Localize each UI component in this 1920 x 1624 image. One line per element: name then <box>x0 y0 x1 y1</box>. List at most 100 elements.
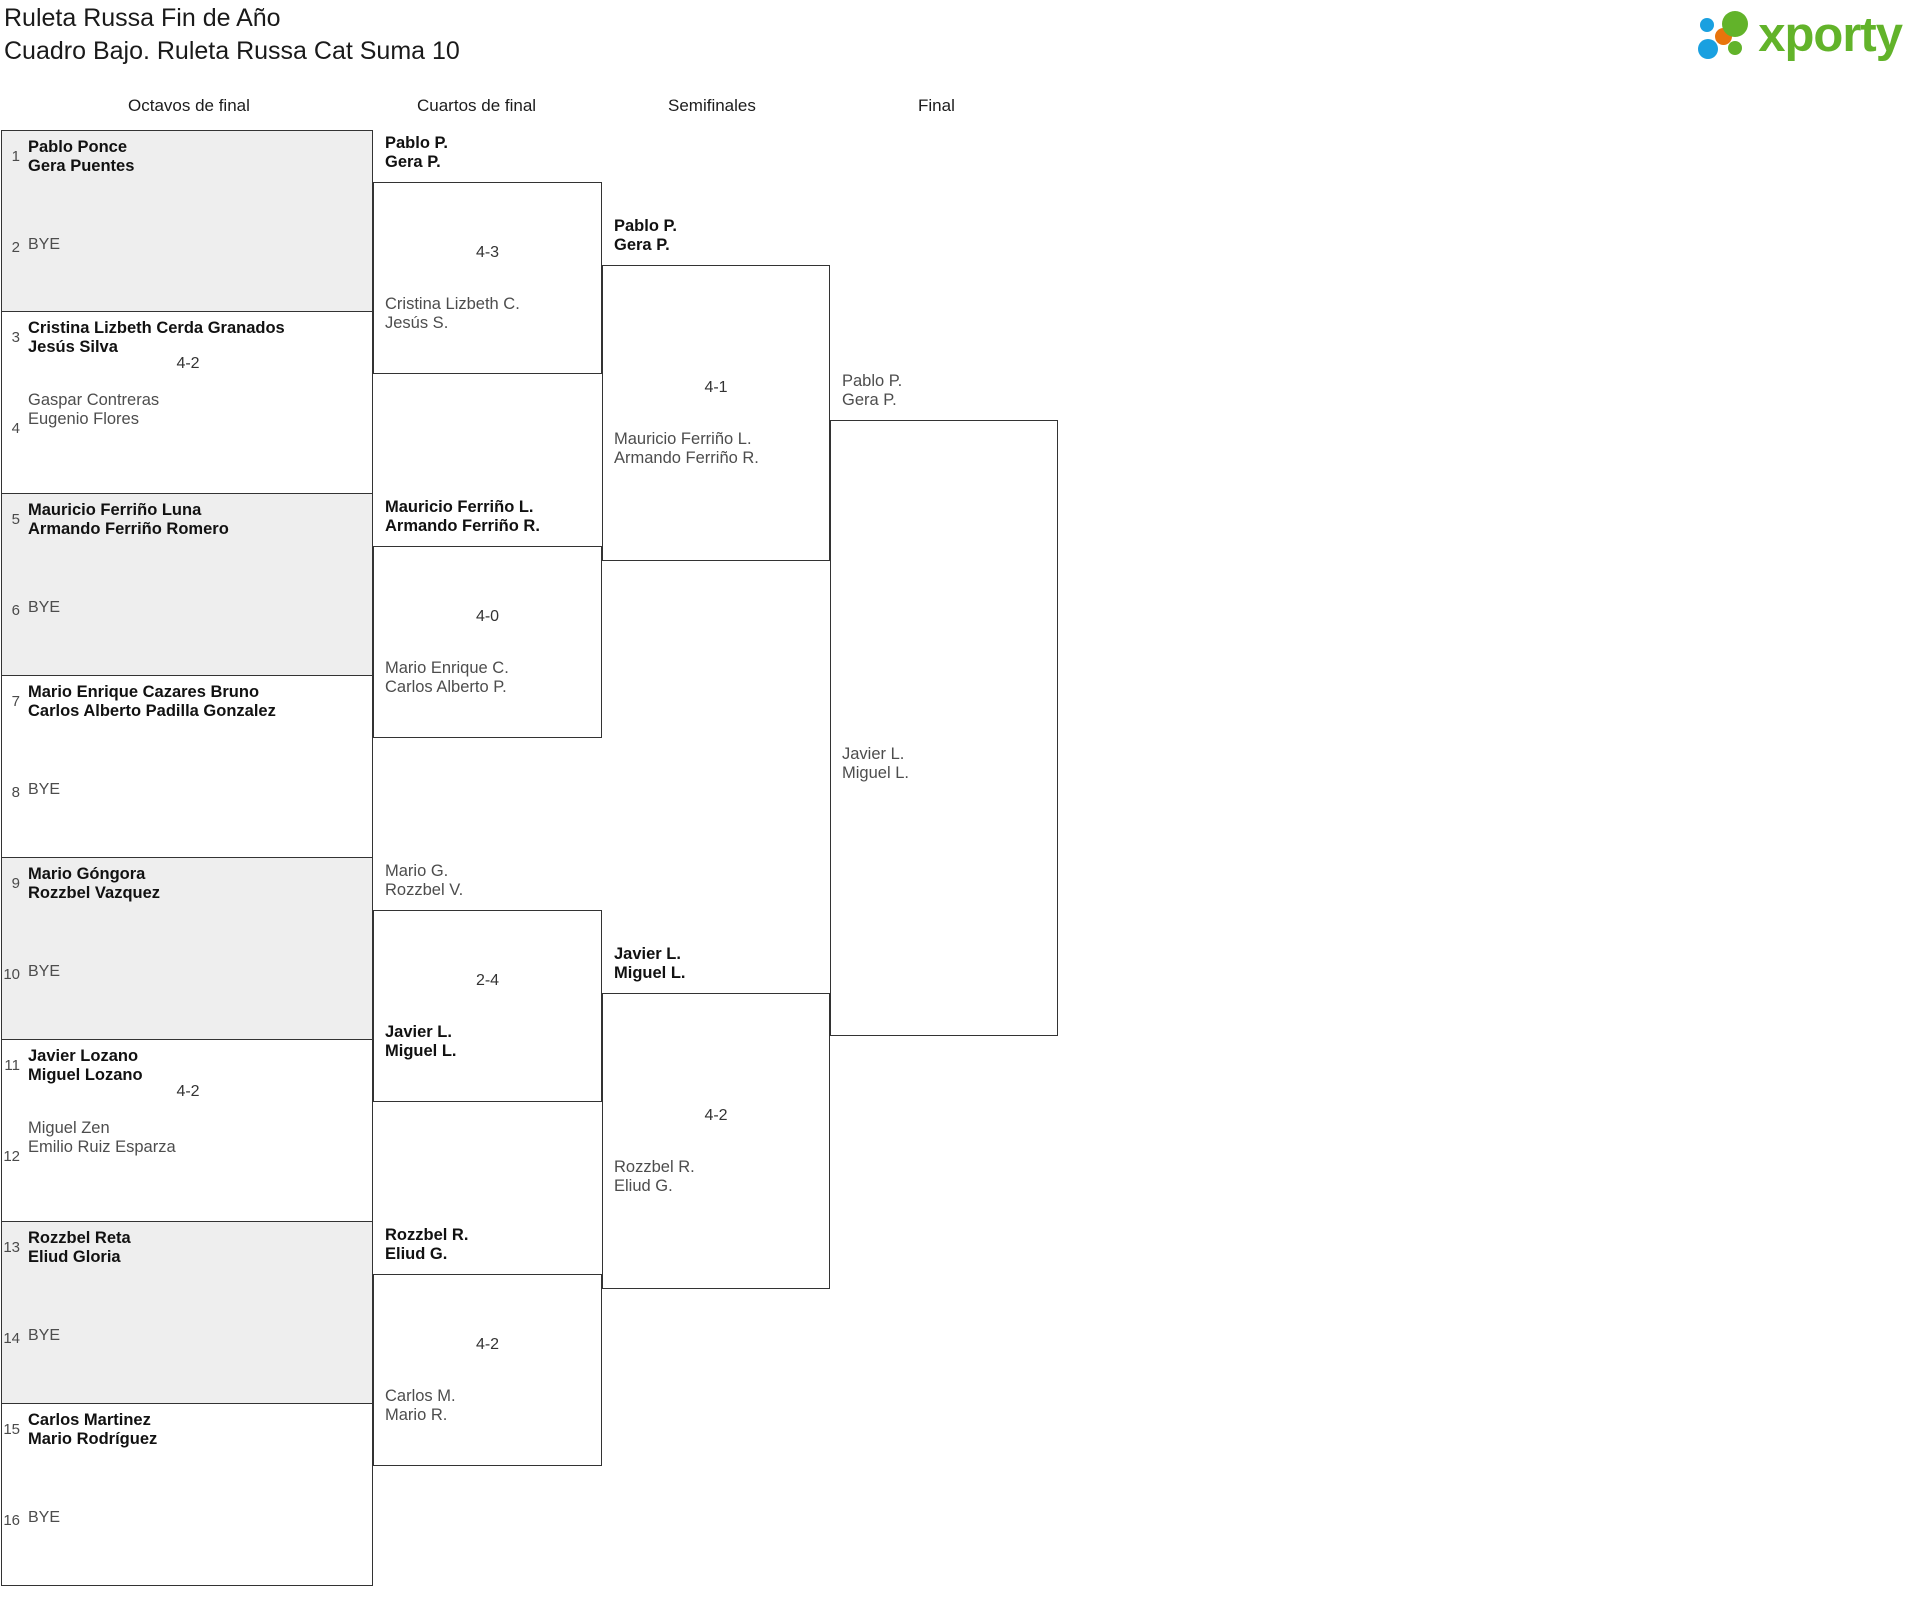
entrant-names: Mauricio Ferriño L.Armando Ferriño R. <box>385 498 540 536</box>
seed-number: 1 <box>11 148 20 165</box>
entrant-line-1: Javier L. <box>614 945 681 963</box>
bye-label: BYE <box>28 236 61 253</box>
entrant-line-1: Gaspar Contreras <box>28 391 160 409</box>
entrant-line-2: Miguel L. <box>614 964 686 982</box>
seed-number: 7 <box>11 693 20 710</box>
xporty-logo[interactable]: xporty <box>1698 6 1903 64</box>
entrant-names: Javier L.Miguel L. <box>385 1023 457 1061</box>
bye-label: BYE <box>28 1327 61 1344</box>
seed-number: 10 <box>3 966 20 983</box>
entrant-line-1: Mario Enrique Cazares Bruno <box>28 683 260 701</box>
entrant-line-2: Jesús S. <box>385 314 449 332</box>
entrant-line-1: Mauricio Ferriño Luna <box>28 501 202 519</box>
round3-match[interactable] <box>602 993 830 1289</box>
entrant-line-1: Mario Góngora <box>28 865 146 883</box>
entrant-line-2: Carlos Alberto Padilla Gonzalez <box>28 702 276 720</box>
seed-number: 3 <box>11 329 20 346</box>
seed-number: 4 <box>11 420 20 437</box>
match-score: 4-0 <box>475 608 500 625</box>
entrant-line-2: Mario R. <box>385 1406 448 1424</box>
seed-number: 8 <box>11 784 20 801</box>
round2-match[interactable] <box>373 182 602 374</box>
round2-match[interactable] <box>373 1274 602 1466</box>
seed-number: 6 <box>11 602 20 619</box>
entrant-line-2: Eliud Gloria <box>28 1248 121 1266</box>
match-score: 4-2 <box>704 1107 728 1124</box>
seed-number: 15 <box>3 1421 20 1438</box>
logo-dot-blue-small <box>1700 18 1715 32</box>
entrant-names: Rozzbel R.Eliud G. <box>385 1226 468 1264</box>
bye-label: BYE <box>28 963 61 980</box>
title-line-2: Cuadro Bajo. Ruleta Russa Cat Suma 10 <box>4 37 460 65</box>
seed-number: 9 <box>11 875 20 892</box>
round2-match[interactable] <box>373 910 602 1102</box>
logo-wordmark: xporty <box>1758 8 1903 62</box>
seed-number: 5 <box>11 511 20 528</box>
entrant-names: Mario Enrique C.Carlos Alberto P. <box>385 659 509 697</box>
entrant-line-1: Pablo P. <box>842 372 903 390</box>
match-score: 4-2 <box>475 1336 500 1353</box>
entrant-names: Mauricio Ferriño L.Armando Ferriño R. <box>614 430 759 468</box>
round3-match[interactable] <box>602 265 830 561</box>
entrant-line-1: Javier Lozano <box>28 1047 139 1065</box>
entrant-line-1: Mauricio Ferriño L. <box>385 498 534 516</box>
title-line-1: Ruleta Russa Fin de Año <box>4 4 281 32</box>
round-header-semifinales: Semifinales <box>668 96 756 115</box>
entrant-line-2: Gera P. <box>842 391 897 409</box>
entrant-line-2: Mario Rodríguez <box>28 1430 158 1448</box>
round2-match[interactable] <box>373 546 602 738</box>
logo-dot-green-large <box>1722 11 1749 37</box>
round-header-final: Final <box>918 96 955 115</box>
match-score: 4-3 <box>475 244 500 261</box>
entrant-line-2: Armando Ferriño R. <box>614 449 759 467</box>
entrant-names: Rozzbel R.Eliud G. <box>614 1158 695 1196</box>
entrant-line-1: Cristina Lizbeth C. <box>385 295 520 313</box>
round-header-octavos: Octavos de final <box>128 96 250 115</box>
entrant-line-1: Mauricio Ferriño L. <box>614 430 752 448</box>
entrant-line-1: Javier L. <box>385 1023 452 1041</box>
entrant-line-2: Miguel Lozano <box>28 1066 143 1084</box>
entrant-line-1: Miguel Zen <box>28 1119 110 1137</box>
seed-number: 12 <box>3 1148 20 1165</box>
entrant-line-1: Javier L. <box>842 745 905 763</box>
entrant-line-2: Eugenio Flores <box>28 410 139 428</box>
entrant-line-1: Pablo P. <box>385 134 448 152</box>
seed-number: 14 <box>3 1330 20 1347</box>
entrant-line-1: Rozzbel R. <box>614 1158 695 1176</box>
entrant-line-1: Cristina Lizbeth Cerda Granados <box>28 319 285 337</box>
entrant-line-2: Rozzbel Vazquez <box>28 884 161 902</box>
entrant-line-1: Rozzbel R. <box>385 1226 469 1244</box>
bye-label: BYE <box>28 599 61 616</box>
entrant-line-1: Carlos M. <box>385 1387 456 1405</box>
entrant-line-1: Pablo P. <box>614 217 677 235</box>
seed-number: 11 <box>4 1057 20 1074</box>
page-title: Ruleta Russa Fin de Año Cuadro Bajo. Rul… <box>4 2 460 68</box>
entrant-line-2: Rozzbel V. <box>385 881 464 899</box>
entrant-line-1: Mario Enrique C. <box>385 659 509 677</box>
entrant-line-2: Gera P. <box>385 153 441 171</box>
entrant-names: Javier L.Miguel L. <box>842 745 909 783</box>
entrant-line-2: Gera Puentes <box>28 157 135 175</box>
entrant-line-2: Armando Ferriño Romero <box>28 520 229 538</box>
logo-dots-icon <box>1698 9 1754 61</box>
entrant-line-1: Pablo Ponce <box>28 138 128 156</box>
logo-dot-green-small <box>1728 41 1743 55</box>
round4-match[interactable] <box>830 420 1058 1036</box>
entrant-line-2: Gera P. <box>614 236 670 254</box>
